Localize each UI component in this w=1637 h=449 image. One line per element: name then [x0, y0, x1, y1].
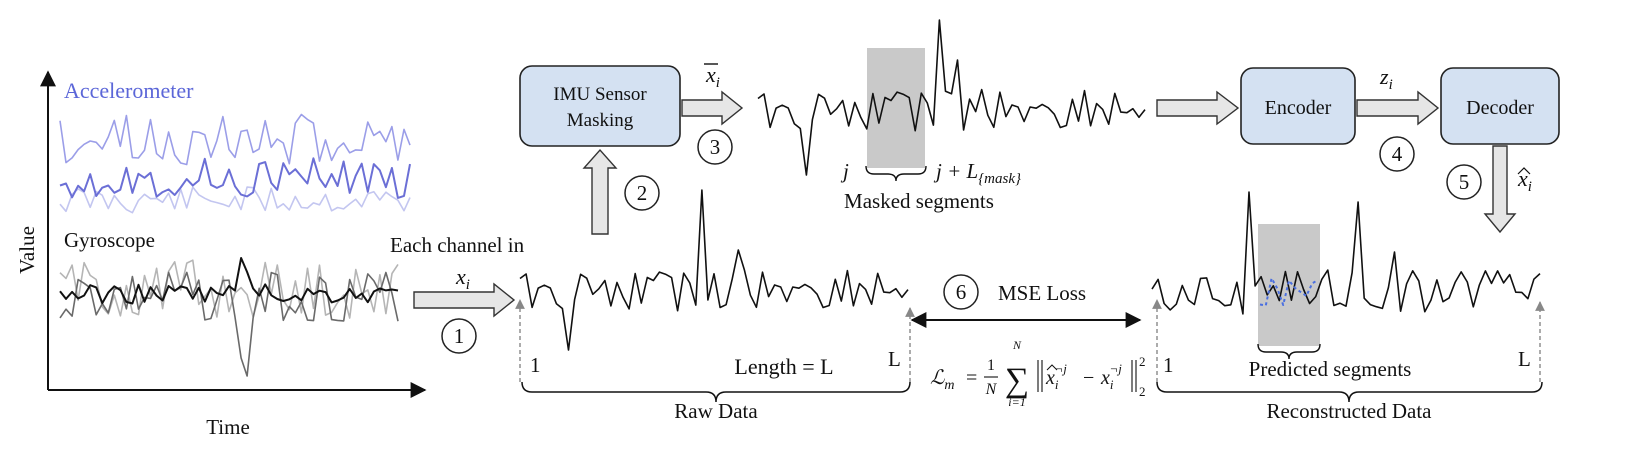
gyroscope-traces: [59, 257, 399, 377]
formula-hat-mark: [1046, 364, 1058, 371]
reconstructed-data-caption: Reconstructed Data: [1266, 399, 1432, 423]
gyro-trace-dark: [59, 257, 399, 305]
step-5: 5: [1446, 164, 1482, 200]
accelerometer-label: Accelerometer: [64, 78, 194, 103]
encoder-label: Encoder: [1265, 97, 1332, 119]
step-4: 4: [1379, 136, 1415, 172]
raw-start-label: 1: [530, 353, 541, 377]
raw-trace: [519, 189, 909, 351]
formula-equals: =: [966, 367, 977, 389]
sensor-panel: Value Time Accelerometer Gyroscope: [15, 70, 427, 439]
latent-variable: zi: [1379, 64, 1393, 93]
y-axis-label: Value: [15, 226, 39, 274]
step-1: 1: [441, 318, 477, 354]
hat-mark: [1517, 167, 1531, 175]
imu-masking-line2: Masking: [567, 110, 634, 131]
mask-start-label: j: [840, 159, 849, 183]
input-variable: xi: [455, 264, 470, 293]
accel-trace-light: [59, 186, 411, 214]
decoder-label: Decoder: [1466, 97, 1534, 119]
masked-signal: [757, 19, 1146, 176]
svg-text:3: 3: [710, 135, 721, 159]
svg-text:1: 1: [454, 324, 465, 348]
raw-length-label: Length = L: [734, 354, 833, 379]
x-axis-label: Time: [206, 415, 250, 439]
formula-minus: −: [1083, 367, 1094, 389]
raw-end-label: L: [888, 347, 901, 371]
formula-norm-sub: 2: [1139, 384, 1146, 399]
step-2: 2: [624, 175, 660, 211]
mask-brace: [865, 165, 927, 182]
recon-brace: [1156, 381, 1543, 403]
mse-loss-label: MSE Loss: [998, 281, 1086, 305]
masked-variable: xi: [705, 62, 720, 91]
svg-text:2: 2: [637, 181, 648, 205]
raw-brace: [521, 381, 911, 403]
raw-data-section: 1 L Length = L Raw Data: [515, 189, 915, 423]
reconstructed-variable: xi: [1517, 166, 1532, 195]
accel-trace-dark: [59, 157, 411, 199]
formula-hat-x: xi¬j: [1045, 361, 1067, 392]
loss-section: MSE Loss ℒm = 1 N N ∑ i=1 xi¬j − xi¬j 2 …: [910, 281, 1146, 409]
encoder-box: [1240, 67, 1356, 145]
formula-frac-num: 1: [987, 357, 995, 374]
predicted-segments-caption: Predicted segments: [1249, 357, 1412, 381]
masked-segments-caption: Masked segments: [844, 189, 994, 213]
accel-trace-mid: [59, 113, 411, 166]
formula-lhs: ℒm: [930, 367, 955, 393]
reconstructed-signal: [1151, 191, 1541, 315]
step-3: 3: [697, 129, 733, 165]
mask-region: [867, 48, 925, 168]
svg-text:6: 6: [956, 280, 967, 304]
gyroscope-label: Gyroscope: [64, 228, 155, 252]
input-arrow: [413, 282, 516, 318]
predicted-trace: [1259, 277, 1319, 307]
accelerometer-traces: [59, 113, 411, 214]
up-arrow: [582, 148, 618, 235]
raw-data-caption: Raw Data: [674, 399, 758, 423]
svg-text:4: 4: [1392, 142, 1403, 166]
model-section: Encoder zi Decoder xi: [1156, 64, 1560, 234]
masking-output-arrow: [681, 90, 744, 126]
loss-formula: ℒm = 1 N N ∑ i=1 xi¬j − xi¬j 2 2: [930, 338, 1146, 409]
masked-trace: [757, 19, 1146, 176]
channel-text: Each channel in: [390, 233, 525, 257]
recon-start-label: 1: [1163, 353, 1174, 377]
latent-arrow: [1356, 90, 1440, 126]
formula-sum-sign: ∑: [1005, 362, 1029, 399]
formula-power: 2: [1139, 354, 1146, 369]
recon-end-label: L: [1518, 347, 1531, 371]
svg-text:5: 5: [1459, 170, 1470, 194]
decoder-box: [1440, 67, 1560, 145]
input-stage: Each channel in xi: [390, 233, 525, 318]
imu-masking-line1: IMU Sensor: [553, 84, 647, 105]
to-encoder-arrow: [1156, 90, 1240, 126]
reconstructed-section: 1 L Predicted segments Reconstructed Dat…: [1151, 191, 1545, 423]
formula-sum-top: N: [1012, 338, 1022, 352]
mask-end-label: j + L{mask}: [933, 159, 1021, 187]
gyro-trace-mid: [59, 271, 399, 377]
formula-frac-den: N: [985, 381, 998, 398]
recon-trace: [1151, 191, 1541, 315]
step-markers: 1 2 3 4 5 6: [441, 129, 1482, 354]
formula-x: xi¬j: [1100, 361, 1122, 392]
raw-signal: [519, 189, 909, 351]
formula-sum-bottom: i=1: [1008, 395, 1025, 409]
masking-section: IMU Sensor Masking xi j j + L{mask} Mask…: [519, 19, 1146, 235]
step-6: 6: [943, 274, 979, 310]
decoder-down-arrow: [1483, 145, 1517, 234]
predicted-brace: [1257, 343, 1321, 360]
imu-masking-box: [519, 65, 681, 147]
